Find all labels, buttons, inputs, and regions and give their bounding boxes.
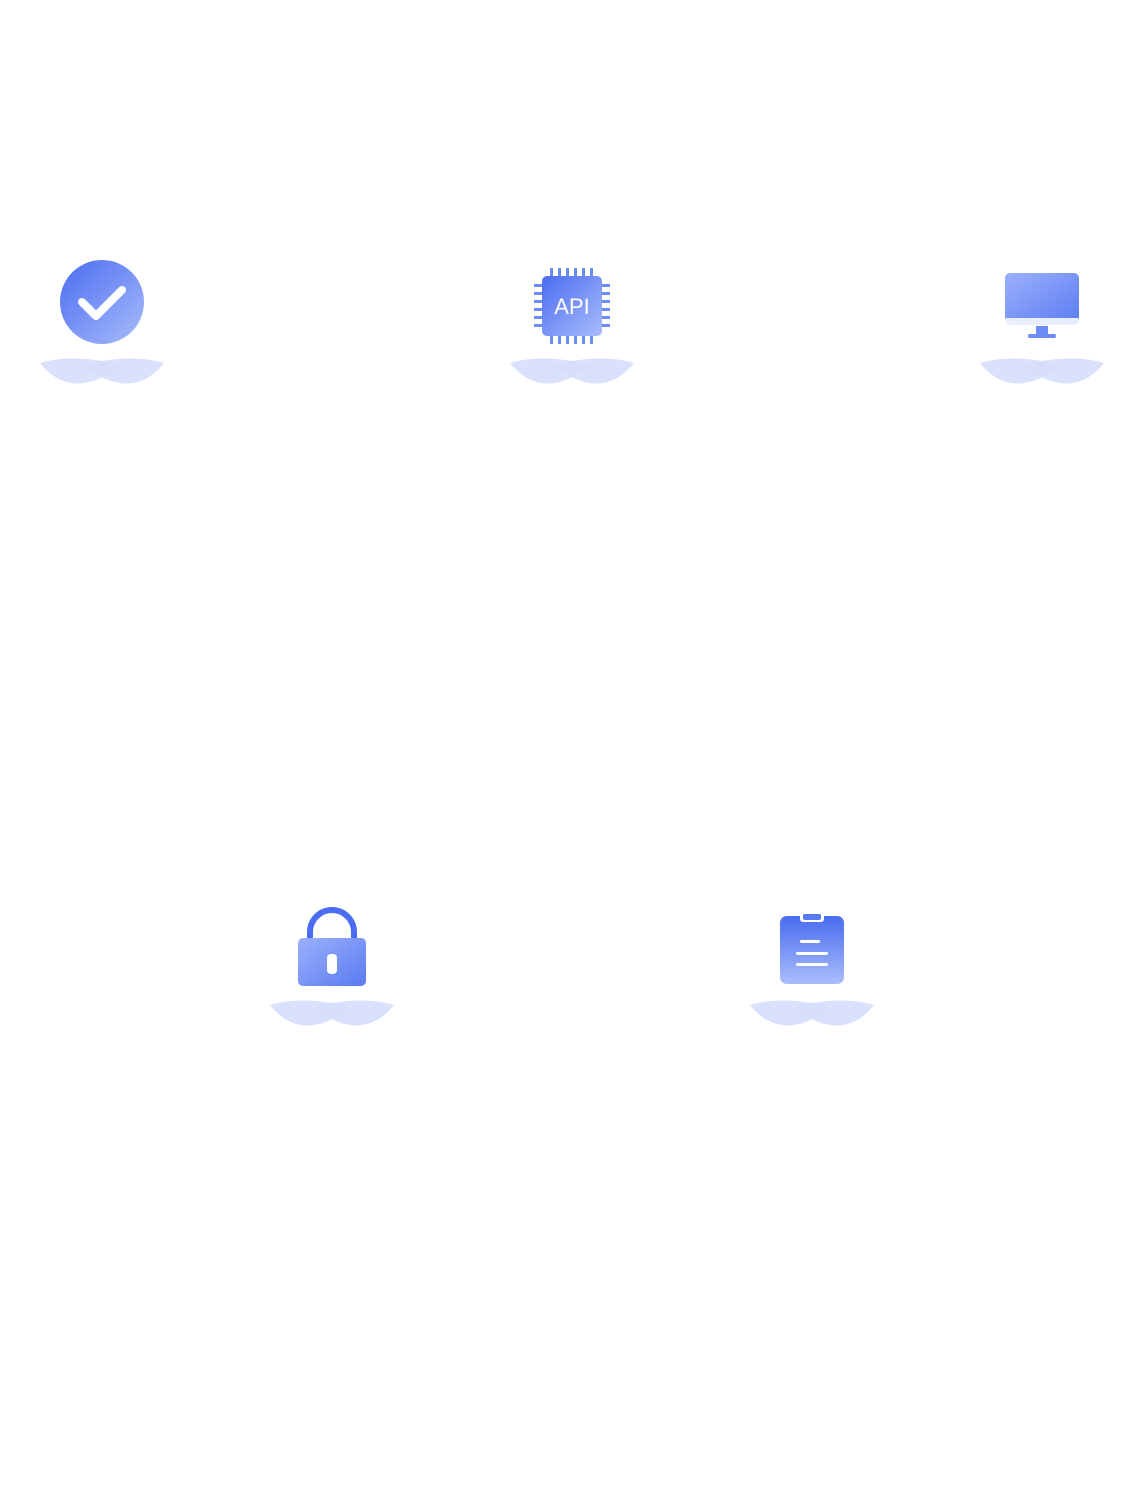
feature-check	[32, 258, 172, 408]
check-circle-icon	[60, 260, 144, 344]
pedestal-leaf-icon	[980, 358, 1104, 384]
clipboard-icon	[780, 912, 844, 984]
pedestal-leaf-icon	[750, 1000, 874, 1026]
feature-monitor	[972, 258, 1112, 408]
pedestal-leaf-icon	[510, 358, 634, 384]
feature-clipboard	[742, 900, 882, 1050]
api-label: API	[554, 294, 589, 319]
api-chip-icon: API	[534, 268, 610, 344]
feature-api: API	[502, 258, 642, 408]
monitor-icon	[1005, 273, 1079, 338]
lock-icon	[298, 907, 366, 986]
pedestal-leaf-icon	[270, 1000, 394, 1026]
feature-lock	[262, 900, 402, 1050]
pedestal-leaf-icon	[40, 358, 164, 384]
